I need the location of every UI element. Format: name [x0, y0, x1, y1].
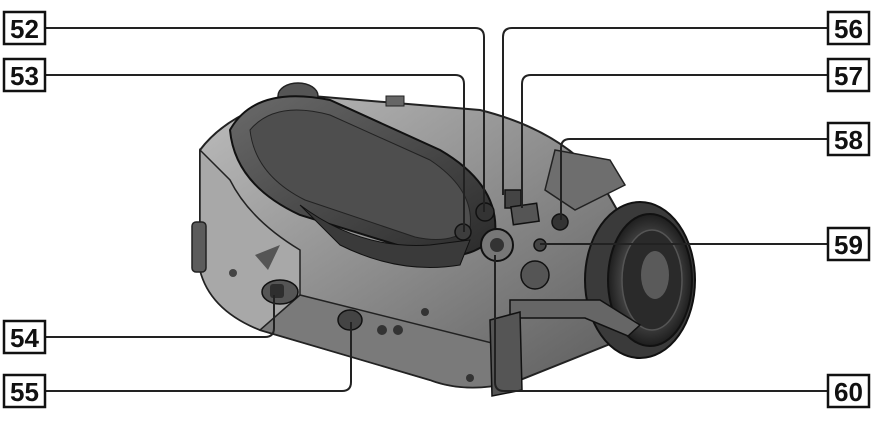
callout-label-60: 60 [834, 377, 863, 407]
leader-line-55 [45, 322, 352, 392]
leader-line-58 [560, 138, 828, 220]
callout-label-57: 57 [834, 61, 863, 91]
callout-label-53: 53 [10, 61, 39, 91]
callout-boxes: 52 53 54 55 56 57 58 59 [2, 10, 871, 409]
leader-line-60 [494, 255, 828, 392]
leader-line-56 [502, 27, 828, 195]
callout-label-58: 58 [834, 125, 863, 155]
leader-line-52 [45, 27, 485, 212]
leader-line-57 [521, 74, 828, 208]
callout-57: 57 [826, 57, 871, 93]
callout-label-54: 54 [10, 323, 39, 353]
leader-line-54 [45, 295, 275, 338]
callout-label-56: 56 [834, 14, 863, 44]
callout-56: 56 [826, 10, 871, 46]
callout-53: 53 [2, 57, 47, 93]
callout-label-52: 52 [10, 14, 39, 44]
callout-label-55: 55 [10, 377, 39, 407]
leader-lines [45, 27, 828, 392]
callout-label-59: 59 [834, 230, 863, 260]
callout-55: 55 [2, 373, 47, 409]
callout-60: 60 [826, 373, 871, 409]
callout-59: 59 [826, 226, 871, 262]
callout-54: 54 [2, 319, 47, 355]
leader-line-53 [45, 74, 465, 232]
callout-58: 58 [826, 121, 871, 157]
camcorder-illustration [191, 82, 696, 397]
callout-52: 52 [2, 10, 47, 46]
